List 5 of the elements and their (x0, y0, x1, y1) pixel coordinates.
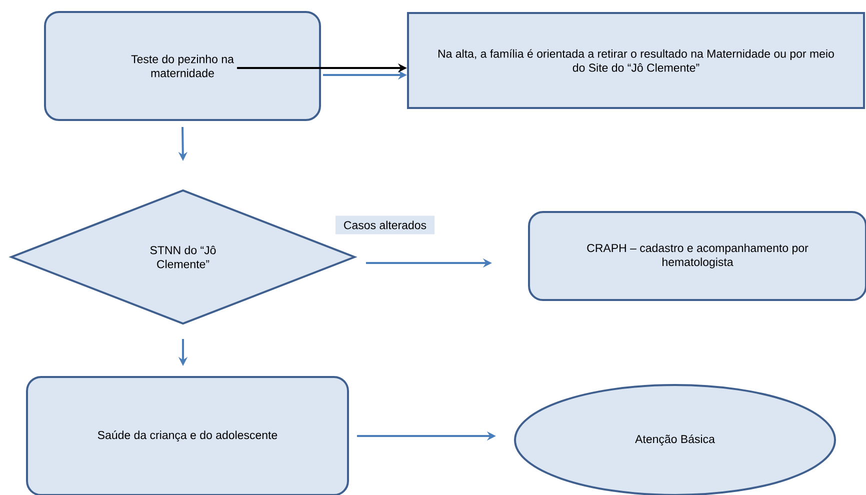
process-box: Na alta, a família é orientada a retirar o resultado na Maternidade ou por meio do Site do “Jô Clemente” (407, 12, 866, 109)
edge-label: Casos alterados (335, 216, 435, 234)
process-box: Teste do pezinho na maternidade (44, 11, 321, 121)
process-box: Saúde da criança e do adolescente (26, 376, 349, 495)
process-box: CRAPH – cadastro e acompanhamento por hematologista (528, 211, 866, 301)
